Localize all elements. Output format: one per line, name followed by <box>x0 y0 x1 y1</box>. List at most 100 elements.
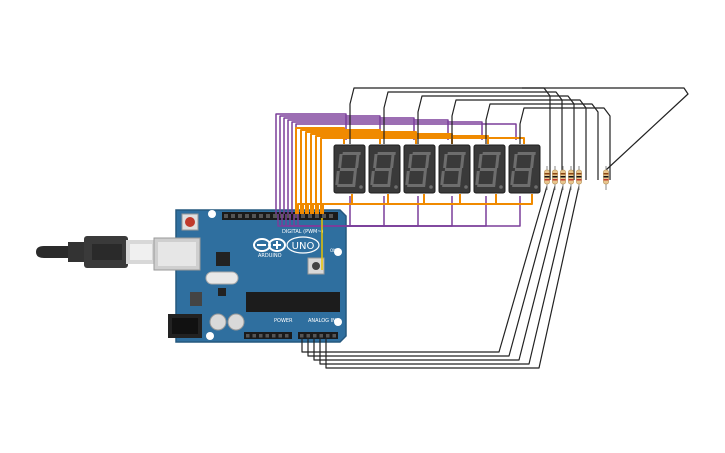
display-segment <box>527 171 532 185</box>
wire[interactable] <box>297 196 521 227</box>
digital-pin[interactable] <box>224 214 228 218</box>
power-pin[interactable] <box>265 334 270 338</box>
wire[interactable] <box>315 135 489 214</box>
power-pin[interactable] <box>246 334 250 338</box>
usb-cable[interactable] <box>36 236 156 268</box>
digital-pin[interactable] <box>238 214 242 218</box>
digital-pin[interactable] <box>329 214 333 218</box>
board-model-label: UNO <box>292 241 315 252</box>
wires <box>275 87 689 369</box>
digital-pin[interactable] <box>322 214 326 218</box>
wire[interactable] <box>522 87 689 171</box>
display-segment <box>374 168 393 171</box>
display-segment <box>514 168 533 171</box>
seven-segment-display[interactable] <box>333 144 366 194</box>
display-segment <box>440 171 445 185</box>
seven-segment-display[interactable] <box>438 144 471 194</box>
digital-pin[interactable] <box>273 214 277 218</box>
seven-segment-display[interactable] <box>403 144 436 194</box>
display-segment <box>442 184 461 187</box>
wire[interactable] <box>320 137 525 214</box>
digital-pin[interactable] <box>252 214 256 218</box>
power-analog-pin-header[interactable] <box>244 332 338 339</box>
display-segment <box>475 171 480 185</box>
display-segment <box>530 154 535 168</box>
wire[interactable] <box>287 119 449 214</box>
display-segment <box>482 152 501 155</box>
seven-segment-display[interactable] <box>508 144 541 194</box>
seven-segment-display[interactable] <box>368 144 401 194</box>
display-segment <box>443 154 448 168</box>
resistor[interactable] <box>576 166 582 190</box>
digital-pin[interactable] <box>245 214 249 218</box>
analog-pin[interactable] <box>306 334 311 338</box>
display-segment <box>338 154 343 168</box>
display-segment <box>373 154 378 168</box>
display-segment <box>425 154 430 168</box>
power-pin[interactable] <box>285 334 289 338</box>
display-segment <box>372 184 391 187</box>
display-segment <box>337 184 356 187</box>
analog-pin[interactable] <box>319 334 324 338</box>
digital-pin[interactable] <box>231 214 235 218</box>
power-pin[interactable] <box>278 334 283 338</box>
wire[interactable] <box>319 185 572 365</box>
digital-pin[interactable] <box>287 214 291 218</box>
resistor[interactable] <box>544 166 550 190</box>
arduino-uno-board[interactable]: UNO ARDUINO DIGITAL (PWM~) POWER ANALOG … <box>153 209 347 343</box>
display-decimal-point <box>464 185 468 189</box>
arduino-logo <box>253 238 286 252</box>
wire[interactable] <box>291 121 483 214</box>
wire[interactable] <box>322 194 533 214</box>
wire[interactable] <box>307 185 556 357</box>
wire[interactable] <box>485 103 599 180</box>
analog-pin[interactable] <box>313 334 317 338</box>
power-pin[interactable] <box>259 334 263 338</box>
resistor[interactable] <box>603 166 609 190</box>
wire[interactable] <box>313 185 564 361</box>
display-segment <box>477 184 496 187</box>
display-segment <box>422 171 427 185</box>
board-brand-label: ARDUINO <box>258 253 282 259</box>
analog-pin[interactable] <box>326 334 330 338</box>
resistor[interactable] <box>552 166 558 190</box>
seven-segment-display[interactable] <box>473 144 506 194</box>
digital-pin[interactable] <box>308 214 312 218</box>
wire[interactable] <box>301 185 548 353</box>
display-segment <box>342 152 361 155</box>
digital-pin[interactable] <box>294 214 298 218</box>
power-pin[interactable] <box>252 334 257 338</box>
resistor[interactable] <box>560 166 566 190</box>
display-segment <box>387 171 392 185</box>
digital-pin[interactable] <box>301 214 305 218</box>
display-decimal-point <box>359 185 363 189</box>
analog-pin[interactable] <box>300 334 304 338</box>
display-segment <box>405 171 410 185</box>
wire[interactable] <box>519 107 611 180</box>
display-segment <box>513 154 518 168</box>
display-decimal-point <box>394 185 398 189</box>
wire[interactable] <box>279 115 381 214</box>
display-segment <box>370 171 375 185</box>
capacitor <box>209 313 227 331</box>
display-decimal-point <box>534 185 538 189</box>
seven-segment-displays <box>333 144 541 194</box>
digital-pin[interactable] <box>266 214 270 218</box>
power-pin[interactable] <box>272 334 276 338</box>
resistor[interactable] <box>568 166 574 190</box>
capacitor <box>227 313 245 331</box>
display-segment <box>407 184 426 187</box>
on-led-label: ON <box>330 248 336 253</box>
display-segment <box>444 168 463 171</box>
display-decimal-point <box>429 185 433 189</box>
display-segment <box>495 154 500 168</box>
analog-pin[interactable] <box>332 334 337 338</box>
wire[interactable] <box>283 117 415 214</box>
wire[interactable] <box>325 185 580 369</box>
display-segment <box>335 171 340 185</box>
crystal <box>205 271 239 285</box>
wire[interactable] <box>275 113 347 214</box>
digital-pin[interactable] <box>259 214 263 218</box>
digital-pin[interactable] <box>315 214 319 218</box>
